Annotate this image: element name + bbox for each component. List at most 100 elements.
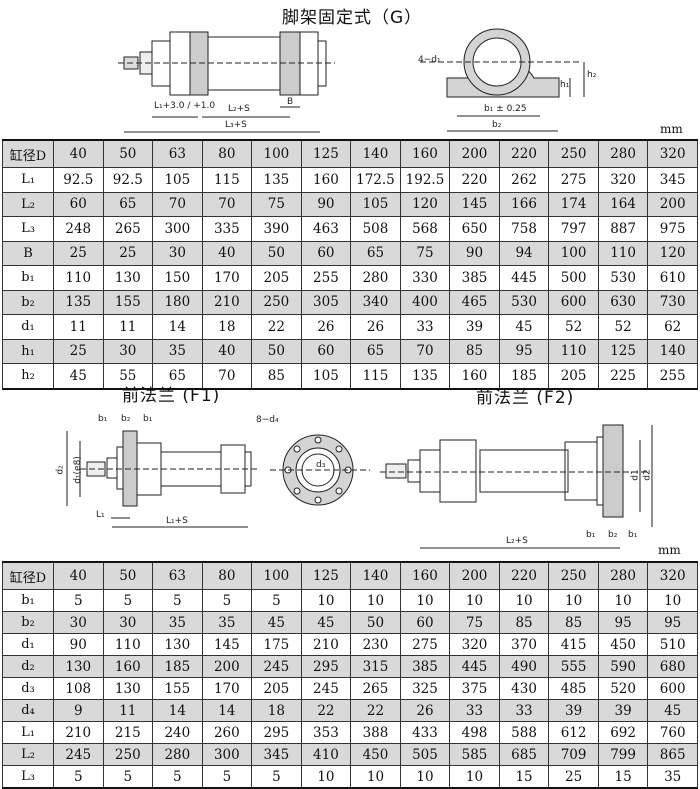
value-cell: 345 [647,167,698,193]
value-cell: 600 [647,677,698,700]
value-cell: 5 [102,589,154,612]
value-cell: 433 [399,721,451,744]
row-label-cell: L₂ [2,191,54,217]
value-cell: 530 [597,265,649,291]
value-cell: 262 [498,167,550,193]
row-label-cell: d₂ [2,655,54,678]
value-cell: 205 [251,265,302,291]
value-cell: 445 [498,265,550,291]
value-cell: 520 [597,677,649,700]
value-cell: 200 [647,191,698,217]
value-cell: 215 [102,721,154,744]
value-cell: 275 [399,633,451,656]
value-cell: 22 [251,314,302,340]
value-cell: 39 [449,314,500,340]
value-cell: 35 [152,611,203,634]
value-cell: 11 [102,314,154,340]
row-label-cell: d₃ [2,677,54,700]
value-cell: 30 [152,240,203,266]
value-cell: 55 [102,363,154,389]
value-cell: 170 [201,265,253,291]
value-cell: 26 [300,314,352,340]
value-cell: 335 [201,216,253,242]
value-cell: 92.5 [53,167,104,193]
value-cell: 25 [102,240,154,266]
bore-size-cell: 63 [152,139,203,168]
value-cell: 39 [597,699,649,722]
label-l1: L₁+3.0 / +1.0 [154,101,216,111]
value-cell: 585 [449,743,500,766]
value-cell: 390 [251,216,302,242]
f1-side-view [66,430,258,528]
g-mount-side-view [118,31,335,133]
value-cell: 85 [548,611,599,634]
value-cell: 450 [350,743,401,766]
value-cell: 295 [300,655,352,678]
value-cell: 40 [201,338,253,364]
g-mount-end-view [420,28,585,132]
label-f2-d1: d1 [630,469,641,481]
value-cell: 120 [399,191,451,217]
value-cell: 160 [102,655,154,678]
value-cell: 330 [399,265,451,291]
value-cell: 39 [548,699,599,722]
value-cell: 275 [548,167,599,193]
value-cell: 60 [300,338,352,364]
value-cell: 115 [201,167,253,193]
bore-size-cell: 125 [300,139,352,168]
row-label-cell: b₁ [2,589,54,612]
value-cell: 45 [251,611,302,634]
value-cell: 250 [102,743,154,766]
value-cell: 95 [498,338,550,364]
value-cell: 320 [449,633,500,656]
label-b1: b₁ ± 0.25 [484,104,527,114]
value-cell: 210 [201,289,253,315]
value-cell: 445 [449,655,500,678]
value-cell: 5 [152,589,203,612]
value-cell: 130 [152,633,203,656]
value-cell: 120 [647,240,698,266]
value-cell: 33 [449,699,500,722]
value-cell: 485 [548,677,599,700]
value-cell: 130 [102,265,154,291]
value-cell: 5 [251,765,302,789]
row-label-cell: h₂ [2,363,54,389]
bore-size-cell: 220 [498,139,550,168]
value-cell: 185 [498,363,550,389]
value-cell: 465 [449,289,500,315]
bore-size-cell: 140 [350,139,401,168]
value-cell: 175 [251,633,302,656]
value-cell: 797 [548,216,599,242]
value-cell: 95 [647,611,698,634]
value-cell: 14 [201,699,253,722]
value-cell: 600 [548,289,599,315]
value-cell: 92.5 [102,167,154,193]
value-cell: 5 [201,589,253,612]
value-cell: 692 [597,721,649,744]
value-cell: 10 [399,589,451,612]
value-cell: 155 [102,289,154,315]
value-cell: 18 [251,699,302,722]
value-cell: 388 [350,721,401,744]
value-cell: 110 [548,338,599,364]
value-cell: 70 [399,338,451,364]
value-cell: 65 [350,338,401,364]
value-cell: 555 [548,655,599,678]
label-f2-l2s: L₂+S [506,536,528,546]
value-cell: 280 [152,743,203,766]
value-cell: 300 [201,743,253,766]
row-label-cell: L₃ [2,216,54,242]
value-cell: 200 [201,655,253,678]
value-cell: 172.5 [350,167,401,193]
value-cell: 70 [201,363,253,389]
